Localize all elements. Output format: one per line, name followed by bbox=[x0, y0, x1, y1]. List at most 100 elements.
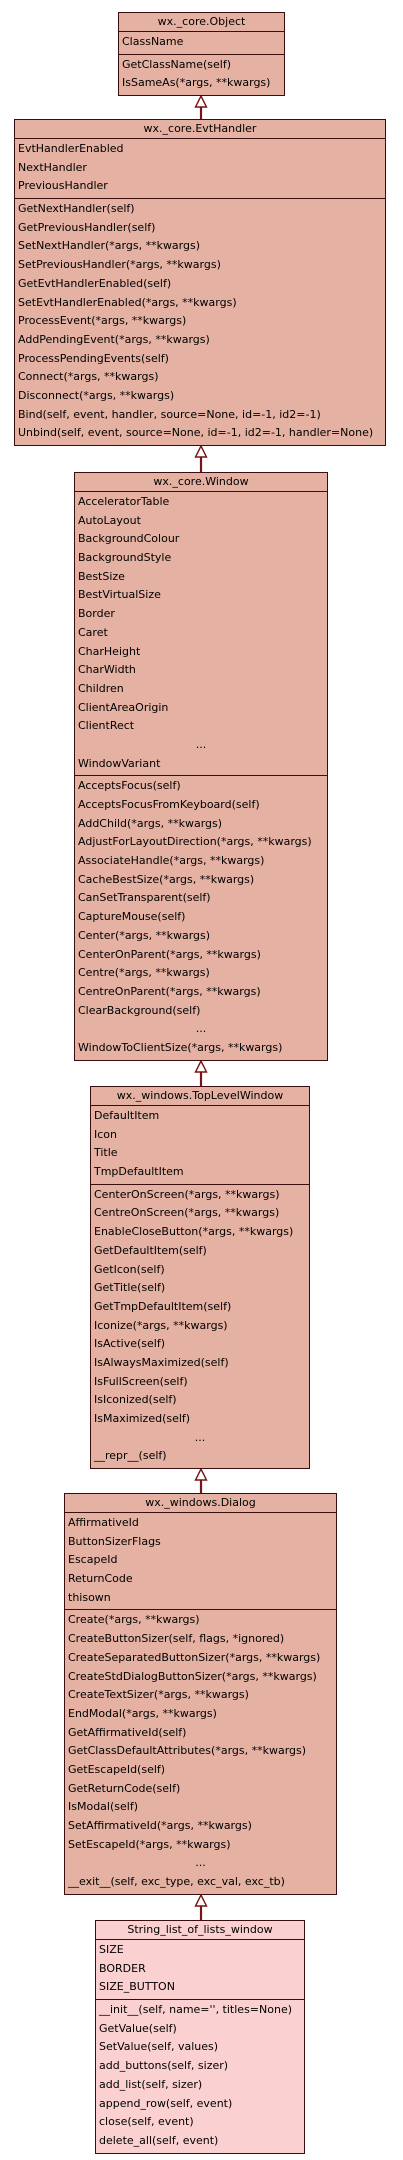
method-item: CreateButtonSizer(self, flags, *ignored) bbox=[68, 1632, 285, 1646]
attribute-item: TmpDefaultItem bbox=[94, 1165, 184, 1179]
attribute-item: ClassName bbox=[122, 35, 184, 48]
method-item: GetReturnCode(self) bbox=[68, 1781, 181, 1795]
attribute-item: ReturnCode bbox=[68, 1572, 133, 1586]
attributes-section: ClassName bbox=[119, 32, 284, 55]
inheritance-arrowhead bbox=[194, 1893, 208, 1907]
class-name: String_list_of_lists_window bbox=[96, 1921, 304, 1940]
method-item: GetPreviousHandler(self) bbox=[18, 220, 156, 234]
ellipsis: ... bbox=[195, 737, 207, 751]
method-item: GetEscapeId(self) bbox=[68, 1762, 166, 1776]
method-item: AssociateHandle(*args, **kwargs) bbox=[78, 854, 265, 868]
method-item: GetTitle(self) bbox=[94, 1281, 166, 1295]
method-item: SetValue(self, values) bbox=[99, 2040, 219, 2054]
attribute-item: ClientAreaOrigin bbox=[78, 700, 169, 714]
method-item: EnableCloseButton(*args, **kwargs) bbox=[94, 1225, 294, 1239]
method-item: CanSetTransparent(self) bbox=[78, 891, 211, 905]
ellipsis: ... bbox=[195, 1856, 206, 1870]
method-item: SetNextHandler(*args, **kwargs) bbox=[18, 239, 201, 253]
inheritance-arrowhead bbox=[194, 94, 208, 108]
attribute-item: thisown bbox=[68, 1590, 111, 1604]
attribute-item: EscapeId bbox=[68, 1553, 118, 1567]
methods-section: Create(*args, **kwargs)CreateButtonSizer… bbox=[65, 1610, 336, 1893]
method-item: SetEscapeId(*args, **kwargs) bbox=[68, 1837, 231, 1851]
method-item: SetAffirmativeId(*args, **kwargs) bbox=[68, 1819, 252, 1832]
method-item: CreateStdDialogButtonSizer(*args, **kwar… bbox=[68, 1669, 317, 1683]
method-item: GetIcon(self) bbox=[94, 1262, 165, 1276]
method-item: add_list(self, sizer) bbox=[99, 2077, 203, 2091]
method-item: CentreOnParent(*args, **kwargs) bbox=[78, 984, 261, 998]
method-item: ClearBackground(self) bbox=[78, 1003, 201, 1017]
method-item: GetAffirmativeId(self) bbox=[68, 1725, 187, 1739]
method-item: IsFullScreen(self) bbox=[94, 1374, 188, 1388]
method-item: GetClassName(self) bbox=[122, 57, 232, 71]
attribute-item: Caret bbox=[78, 625, 108, 639]
inheritance-arrowhead bbox=[194, 1467, 208, 1481]
attribute-item: BORDER bbox=[99, 1961, 146, 1975]
methods-section: AcceptsFocus(self)AcceptsFocusFromKeyboa… bbox=[75, 776, 327, 1059]
methods-section: __init__(self, name='', titles=None)GetV… bbox=[96, 2000, 304, 2153]
method-item: Center(*args, **kwargs) bbox=[78, 928, 211, 942]
attribute-item: BackgroundStyle bbox=[78, 551, 172, 565]
inheritance-arrowhead bbox=[194, 1059, 208, 1073]
attribute-item: CharWidth bbox=[78, 663, 136, 677]
method-item: WindowToClientSize(*args, **kwargs) bbox=[78, 1040, 283, 1054]
class-name: wx._windows.TopLevelWindow bbox=[91, 1087, 309, 1106]
attribute-item: Title bbox=[94, 1146, 118, 1160]
attribute-item: WindowVariant bbox=[78, 756, 161, 770]
attribute-item: BackgroundColour bbox=[78, 532, 180, 546]
method-item: GetEvtHandlerEnabled(self) bbox=[18, 276, 172, 290]
attribute-item: ClientRect bbox=[78, 719, 135, 733]
ellipsis: ... bbox=[194, 1430, 206, 1444]
attribute-item: SIZE bbox=[99, 1943, 124, 1956]
method-item: CentreOnScreen(*args, **kwargs) bbox=[94, 1206, 280, 1220]
inheritance-arrowhead bbox=[194, 444, 208, 458]
method-item: CacheBestSize(*args, **kwargs) bbox=[78, 872, 255, 886]
method-item: IsIconized(self) bbox=[94, 1393, 177, 1407]
attribute-item: BestVirtualSize bbox=[78, 588, 161, 602]
attribute-item: CharHeight bbox=[78, 644, 141, 658]
method-item: AcceptsFocus(self) bbox=[78, 779, 181, 793]
attribute-item: EvtHandlerEnabled bbox=[18, 142, 124, 155]
method-item: GetTmpDefaultItem(self) bbox=[94, 1299, 232, 1313]
attribute-item: DefaultItem bbox=[94, 1109, 160, 1122]
attribute-item: PreviousHandler bbox=[18, 179, 108, 193]
attribute-item: ButtonSizerFlags bbox=[68, 1534, 161, 1548]
method-item: CreateTextSizer(*args, **kwargs) bbox=[68, 1688, 249, 1702]
attribute-item: Icon bbox=[94, 1127, 117, 1141]
methods-section: CenterOnScreen(*args, **kwargs)CentreOnS… bbox=[91, 1185, 309, 1468]
method-item: SetEvtHandlerEnabled(*args, **kwargs) bbox=[18, 295, 237, 309]
method-item: GetDefaultItem(self) bbox=[94, 1243, 207, 1257]
class-name: wx._windows.Dialog bbox=[65, 1494, 336, 1513]
method-item: add_buttons(self, sizer) bbox=[99, 2059, 229, 2073]
class-name: wx._core.Window bbox=[75, 473, 327, 492]
method-item: __repr__(self) bbox=[94, 1449, 167, 1463]
method-item: CreateSeparatedButtonSizer(*args, **kwar… bbox=[68, 1650, 321, 1664]
attribute-item: AcceleratorTable bbox=[78, 495, 170, 508]
method-item: IsMaximized(self) bbox=[94, 1412, 191, 1425]
attribute-item: AutoLayout bbox=[78, 513, 141, 527]
method-item: Centre(*args, **kwargs) bbox=[78, 966, 210, 980]
attribute-item: NextHandler bbox=[18, 160, 87, 174]
method-item: EndModal(*args, **kwargs) bbox=[68, 1706, 217, 1720]
method-item: Connect(*args, **kwargs) bbox=[18, 370, 159, 384]
method-item: GetNextHandler(self) bbox=[18, 202, 135, 216]
method-item: GetClassDefaultAttributes(*args, **kwarg… bbox=[68, 1744, 307, 1758]
attribute-item: BestSize bbox=[78, 569, 125, 583]
method-item: AdjustForLayoutDirection(*args, **kwargs… bbox=[78, 835, 312, 849]
attribute-item: Border bbox=[78, 607, 115, 621]
method-item: Disconnect(*args, **kwargs) bbox=[18, 388, 175, 402]
method-item: SetPreviousHandler(*args, **kwargs) bbox=[18, 258, 221, 272]
method-item: ProcessEvent(*args, **kwargs) bbox=[18, 314, 187, 328]
method-item: delete_all(self, event) bbox=[99, 2133, 219, 2147]
method-item: IsModal(self) bbox=[68, 1800, 138, 1814]
method-item: Bind(self, event, handler, source=None, … bbox=[18, 407, 321, 421]
method-item: append_row(self, event) bbox=[99, 2096, 233, 2110]
